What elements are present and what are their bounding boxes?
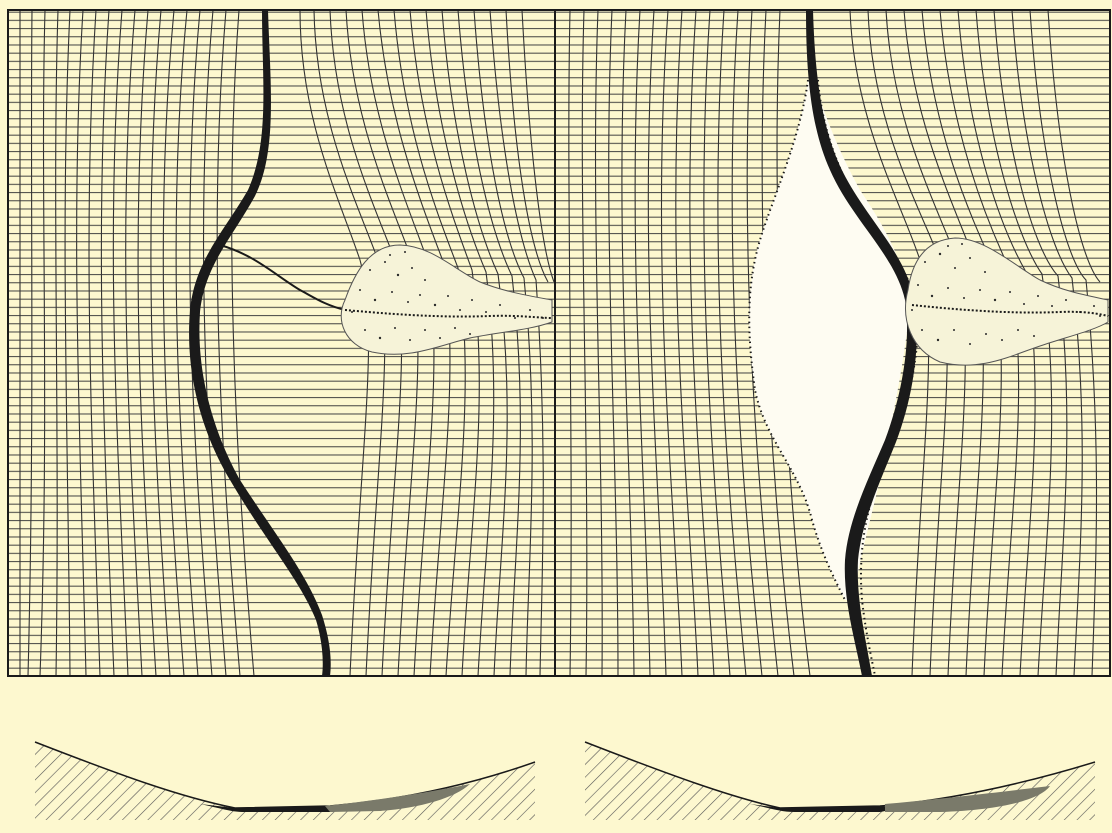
right-cross-section: [585, 740, 1095, 822]
left-cross-section: [35, 740, 535, 822]
right-plan: [556, 10, 1110, 676]
left-plan: [8, 10, 554, 676]
